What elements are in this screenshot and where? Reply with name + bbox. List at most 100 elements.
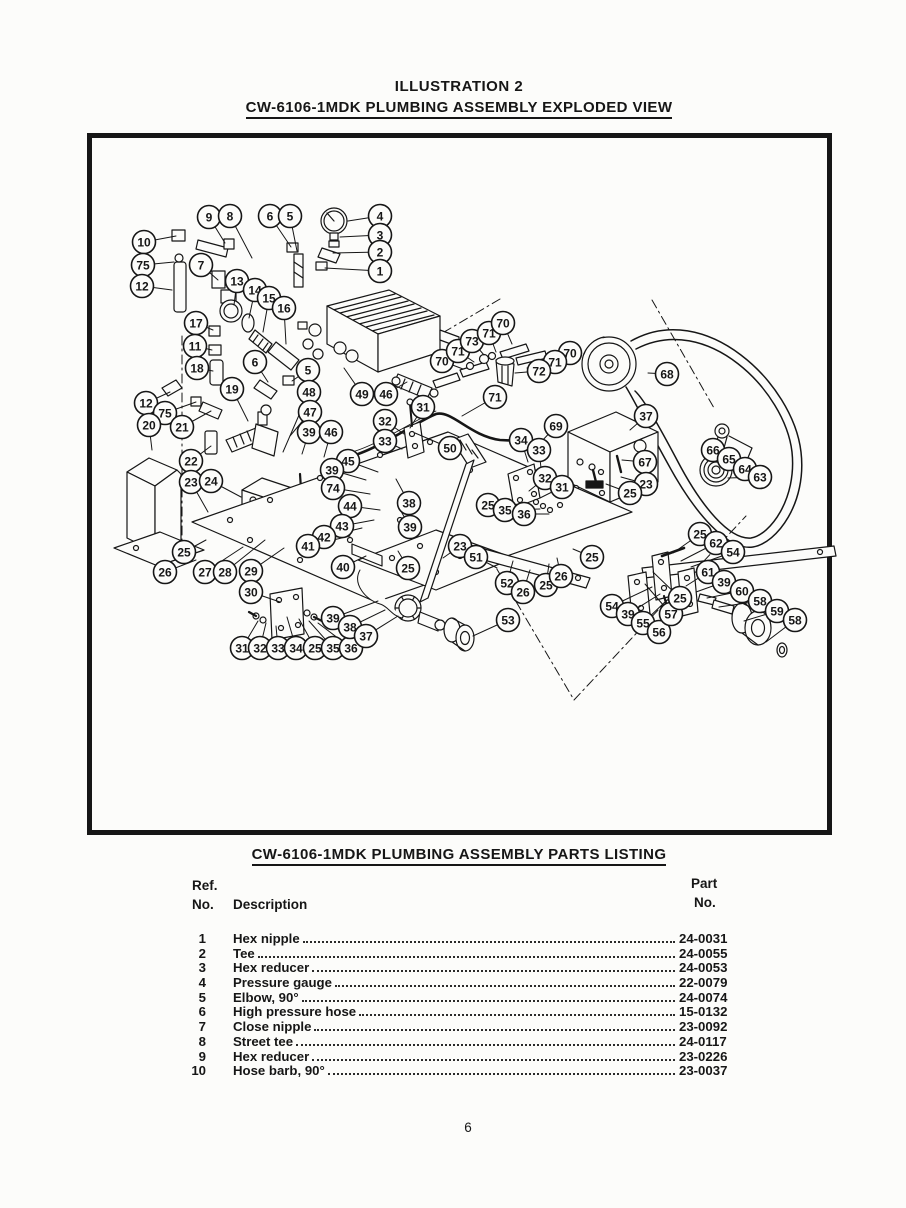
ref-no: 3 — [198, 960, 206, 976]
callout-balloon — [579, 544, 605, 570]
part-no: 24-0117 — [679, 1033, 727, 1049]
callout-number: 26 — [554, 570, 568, 584]
callout-balloon — [271, 295, 297, 321]
callout-balloon — [667, 585, 693, 611]
callout-number: 17 — [189, 317, 203, 331]
part-description: Pressure gauge — [233, 975, 332, 991]
callout-number: 71 — [548, 356, 562, 370]
pump-mount-bracket — [403, 398, 425, 459]
callout-number: 8 — [227, 210, 234, 224]
callout-number: 56 — [652, 626, 666, 640]
callout-balloon — [511, 501, 537, 527]
callout-number: 67 — [638, 456, 652, 470]
ref-no: 8 — [198, 1033, 206, 1049]
callout-balloon — [526, 437, 552, 463]
dot-leader — [334, 975, 675, 988]
callout-number: 74 — [326, 482, 340, 496]
callout-balloon — [549, 474, 575, 500]
callout-number: 13 — [230, 275, 244, 289]
callout-number: 38 — [402, 497, 416, 511]
dot-leader — [359, 1004, 675, 1017]
callout-number: 23 — [184, 476, 198, 490]
callout-number: 58 — [753, 595, 767, 609]
callout-number: 31 — [235, 642, 249, 656]
callout-number: 39 — [403, 521, 417, 535]
dot-leader — [312, 960, 675, 973]
callout-number: 22 — [184, 455, 198, 469]
callout-number: 39 — [302, 426, 316, 440]
callout-balloon — [372, 428, 398, 454]
callout-number: 49 — [355, 388, 369, 402]
callout-number: 25 — [673, 592, 687, 606]
callout-balloon — [482, 384, 508, 410]
callout-number: 32 — [378, 415, 392, 429]
callout-number: 10 — [137, 236, 151, 250]
part-description: Hex nipple — [233, 931, 300, 946]
ref-no: 7 — [198, 1019, 206, 1035]
callout-number: 61 — [701, 566, 715, 580]
illustration-title: CW-6106-1MDK PLUMBING ASSEMBLY EXPLODED … — [245, 99, 673, 119]
callout-balloon — [136, 412, 162, 438]
v-belt — [625, 329, 803, 548]
callout-balloon — [490, 310, 516, 336]
callout-balloon — [129, 273, 155, 299]
callout-number: 46 — [324, 426, 338, 440]
callout-number: 70 — [435, 355, 449, 369]
parts-listing-title-wrap: CW-6106-1MDK PLUMBING ASSEMBLY PARTS LIS… — [12, 846, 906, 866]
part-description: Hex reducer — [233, 960, 310, 976]
callout-number: 68 — [660, 368, 674, 382]
part-no: 24-0055 — [679, 945, 728, 961]
ref-no: 1 — [198, 931, 206, 946]
callout-number: 34 — [289, 642, 303, 656]
callout-number: 34 — [514, 434, 528, 448]
callout-balloon — [329, 513, 355, 539]
callout-number: 36 — [517, 508, 531, 522]
callout-balloon — [617, 480, 643, 506]
callout-number: 52 — [500, 577, 514, 591]
callout-number: 65 — [722, 453, 736, 467]
callout-number: 25 — [481, 499, 495, 513]
callout-number: 24 — [204, 475, 218, 489]
callout-balloon — [410, 394, 436, 420]
callout-balloon — [463, 544, 489, 570]
callout-balloon — [242, 349, 268, 375]
callout-number: 3 — [377, 229, 384, 243]
callout-number: 38 — [343, 621, 357, 635]
callout-balloon — [171, 539, 197, 565]
callout-balloon — [543, 413, 569, 439]
callout-number: 54 — [605, 600, 619, 614]
callout-number: 25 — [623, 487, 637, 501]
callout-number: 4 — [377, 210, 384, 224]
part-no: 23-0226 — [679, 1048, 728, 1064]
dot-leader — [301, 990, 675, 1002]
callout-number: 43 — [335, 520, 349, 534]
part-description: High pressure hose — [233, 1004, 357, 1020]
callout-number: 21 — [175, 421, 189, 435]
callout-number: 30 — [244, 586, 258, 600]
callout-number: 32 — [253, 642, 267, 656]
callout-number: 51 — [469, 551, 483, 565]
callout-balloon — [720, 539, 746, 565]
part-description: Hex reducer — [233, 1048, 310, 1064]
callout-number: 35 — [498, 504, 512, 518]
dot-leader — [312, 1049, 675, 1061]
ref-no: 4 — [198, 975, 206, 991]
callout-number: 25 — [693, 528, 707, 542]
callout-number: 71 — [482, 327, 496, 341]
callout-number: 33 — [271, 642, 285, 656]
strainer-cup — [495, 356, 515, 387]
fittings-top-left — [171, 229, 304, 400]
callout-balloon — [548, 563, 574, 589]
callout-balloon — [219, 376, 245, 402]
callout-balloon — [395, 555, 421, 581]
callout-number: 62 — [709, 537, 723, 551]
col-header-part-no: No. — [694, 895, 716, 910]
callout-balloon — [633, 403, 659, 429]
callout-number: 46 — [379, 388, 393, 402]
